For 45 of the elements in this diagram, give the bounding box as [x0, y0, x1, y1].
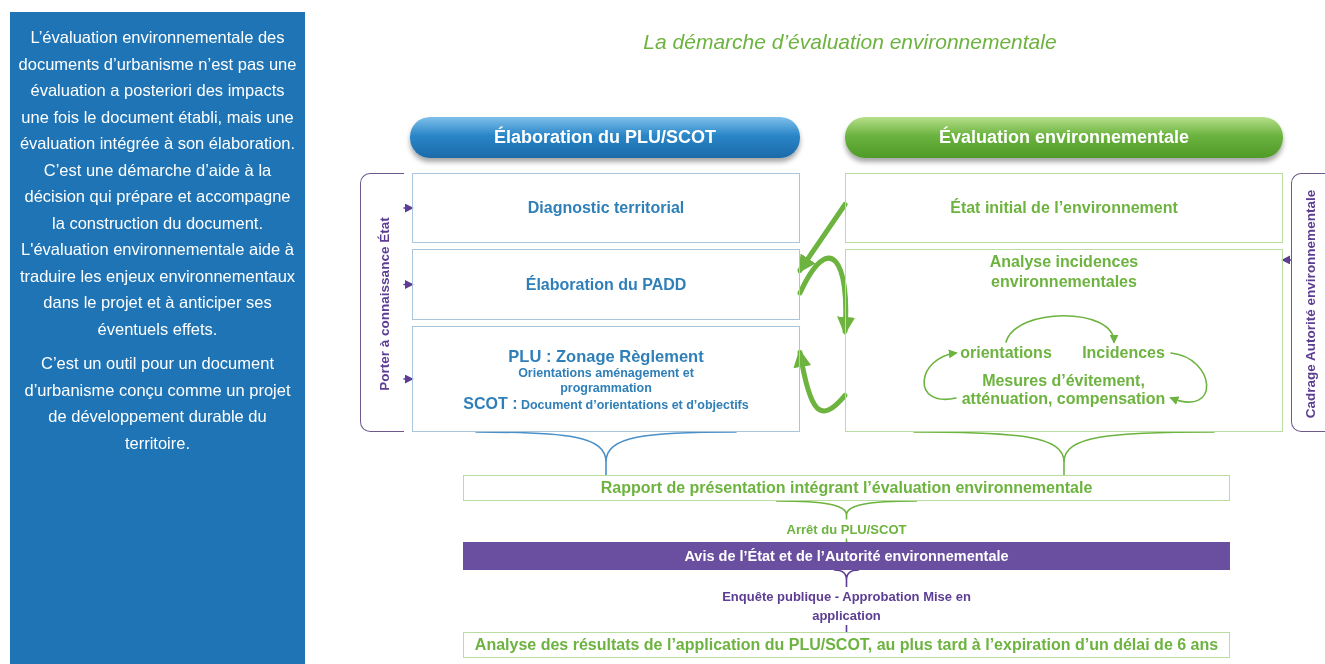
header-pill — [845, 117, 1283, 158]
step-text: Analyse des résultats de l’application du PLU/SCOT, au plus tard à l’expiration d’un délai de 6 ans — [474, 636, 1219, 654]
step-box — [412, 173, 800, 243]
step-box — [412, 249, 800, 320]
step-box — [463, 475, 1230, 501]
arrow — [403, 203, 414, 213]
vertical-label: Cadrage Autorité environnementale — [1301, 189, 1317, 418]
info-panel — [10, 12, 305, 664]
diagram-title: La démarche d’évaluation environnementale — [642, 30, 1058, 54]
arrow — [1281, 255, 1292, 265]
step-text: Avis de l’État et de l’Autorité environnementale — [684, 548, 1009, 564]
brace-connector — [775, 500, 918, 543]
arrow — [403, 374, 414, 384]
header-pill — [410, 117, 800, 158]
step-bar — [463, 542, 1230, 570]
arrow — [403, 280, 414, 289]
step-box — [463, 632, 1230, 658]
step-heading: Analyse incidences environnementales — [988, 252, 1140, 292]
step-box — [845, 249, 1283, 432]
panel-paragraph: C’est un outil pour un document d’urbanisme conçu comme un projet de développement durable du territoire. — [23, 353, 292, 454]
step-text: Orientations aménagement et programmation — [517, 365, 695, 396]
arrow — [797, 202, 848, 274]
step-text: PLU : Zonage Règlement — [508, 345, 704, 366]
curved-arrow — [1005, 314, 1117, 344]
header-text: Élaboration du PLU/SCOT — [494, 127, 716, 148]
step-text: Rapport de présentation intégrant l’évaluation environnementale — [600, 479, 1093, 497]
cycle-label: Incidences — [1082, 344, 1165, 362]
curved-arrow — [923, 350, 958, 401]
cycle-label: orientations — [960, 344, 1052, 362]
curved-arrow — [797, 256, 855, 335]
step-box — [412, 326, 800, 432]
brace-connector — [913, 431, 1215, 476]
step-text: SCOT : Document d’orientations et d’objectifs — [463, 395, 749, 413]
header-text: Évaluation environnementale — [938, 127, 1190, 148]
bracket-box — [1291, 173, 1325, 432]
step-box — [845, 173, 1283, 243]
step-text: Diagnostic territorial — [527, 199, 685, 217]
vertical-label: Porter à connaissance État — [375, 216, 391, 391]
cycle-label: Mesures d’évitement, atténuation, compensation — [960, 372, 1167, 408]
step-text: Élaboration du PADD — [525, 275, 687, 294]
brace-connector — [475, 431, 737, 476]
curved-arrow — [1169, 352, 1208, 405]
step-text: État initial de l’environnement — [950, 199, 1178, 217]
bracket-box — [360, 173, 404, 432]
panel-paragraph: L’évaluation environnementale des documents d’urbanisme n’est pas une évaluation a posteriori des impacts une fois le document établi, mais une évaluation intégrée à son élaboration. C’est une démarche d’aide à la décision qui prépare et accompagne la construction du document. L'évaluation environnementale aide à traduire les enjeux environnementaux dans le projet et à anticiper ses éventuels effets. — [18, 27, 297, 340]
